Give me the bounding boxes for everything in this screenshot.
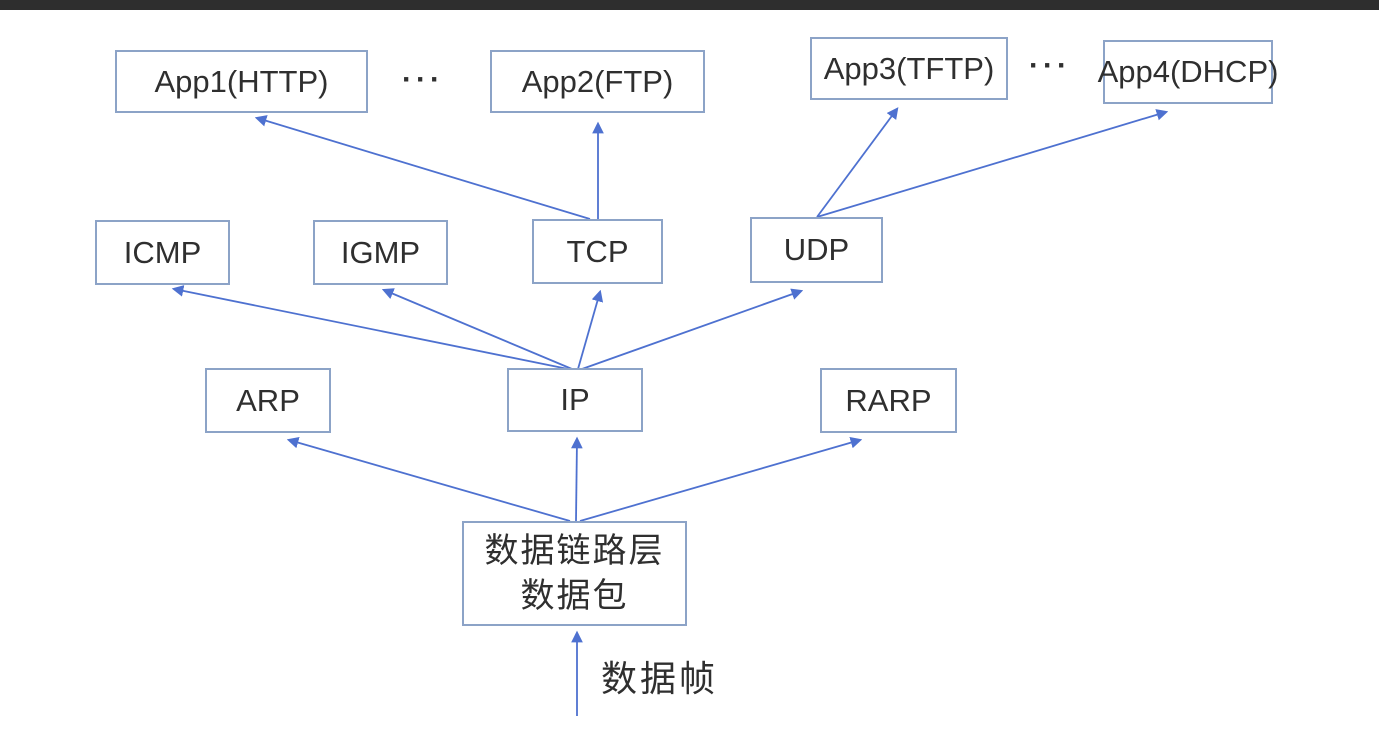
arrow-ip-to-icmp bbox=[171, 285, 569, 370]
node-udp: UDP bbox=[750, 217, 883, 283]
node-app1-http-label: App1(HTTP) bbox=[154, 63, 329, 99]
arrow-link-to-ip bbox=[571, 436, 583, 522]
arrow-udp-to-app3 bbox=[816, 107, 899, 218]
node-ip: IP bbox=[507, 368, 643, 432]
node-rarp-label: RARP bbox=[845, 382, 932, 418]
node-app3-tftp: App3(TFTP) bbox=[810, 37, 1008, 100]
arrow-udp-to-app4 bbox=[816, 109, 1169, 218]
node-datalink-packet: 数据链路层 数据包 bbox=[462, 521, 687, 626]
node-app2-ftp-label: App2(FTP) bbox=[521, 63, 674, 99]
node-tcp: TCP bbox=[532, 219, 663, 284]
node-app4-dhcp-label: App4(DHCP) bbox=[1097, 54, 1279, 89]
node-datalink-packet-line2: 数据包 bbox=[520, 576, 629, 615]
top-border-bar bbox=[0, 0, 1379, 10]
node-icmp: ICMP bbox=[95, 220, 230, 285]
node-app4-dhcp: App4(DHCP) bbox=[1098, 40, 1278, 104]
node-ip-label: IP bbox=[560, 382, 590, 417]
frame-label: 数据帧 bbox=[601, 658, 719, 699]
arrow-link-to-arp bbox=[286, 436, 571, 522]
node-arp: ARP bbox=[205, 368, 331, 433]
arrow-ip-to-tcp bbox=[577, 289, 604, 370]
node-datalink-packet-line1: 数据链路层 bbox=[484, 531, 665, 570]
ellipsis-between-app3-app4: ··· bbox=[1029, 48, 1071, 82]
arrow-tcp-to-app1 bbox=[254, 115, 591, 220]
ellipsis-between-app1-app2: ··· bbox=[402, 62, 444, 96]
node-rarp: RARP bbox=[820, 368, 957, 433]
node-tcp-label: TCP bbox=[566, 233, 629, 269]
node-app3-tftp-label: App3(TFTP) bbox=[823, 50, 995, 86]
arrow-ip-to-igmp bbox=[381, 288, 573, 370]
node-igmp: IGMP bbox=[313, 220, 448, 285]
node-igmp-label: IGMP bbox=[340, 234, 421, 270]
node-udp-label: UDP bbox=[783, 232, 850, 267]
arrow-ip-to-udp bbox=[581, 288, 804, 370]
node-icmp-label: ICMP bbox=[123, 234, 202, 270]
node-app2-ftp: App2(FTP) bbox=[490, 50, 705, 113]
node-app1-http: App1(HTTP) bbox=[115, 50, 368, 113]
node-arp-label: ARP bbox=[236, 382, 300, 418]
arrow-link-to-rarp bbox=[579, 436, 863, 522]
